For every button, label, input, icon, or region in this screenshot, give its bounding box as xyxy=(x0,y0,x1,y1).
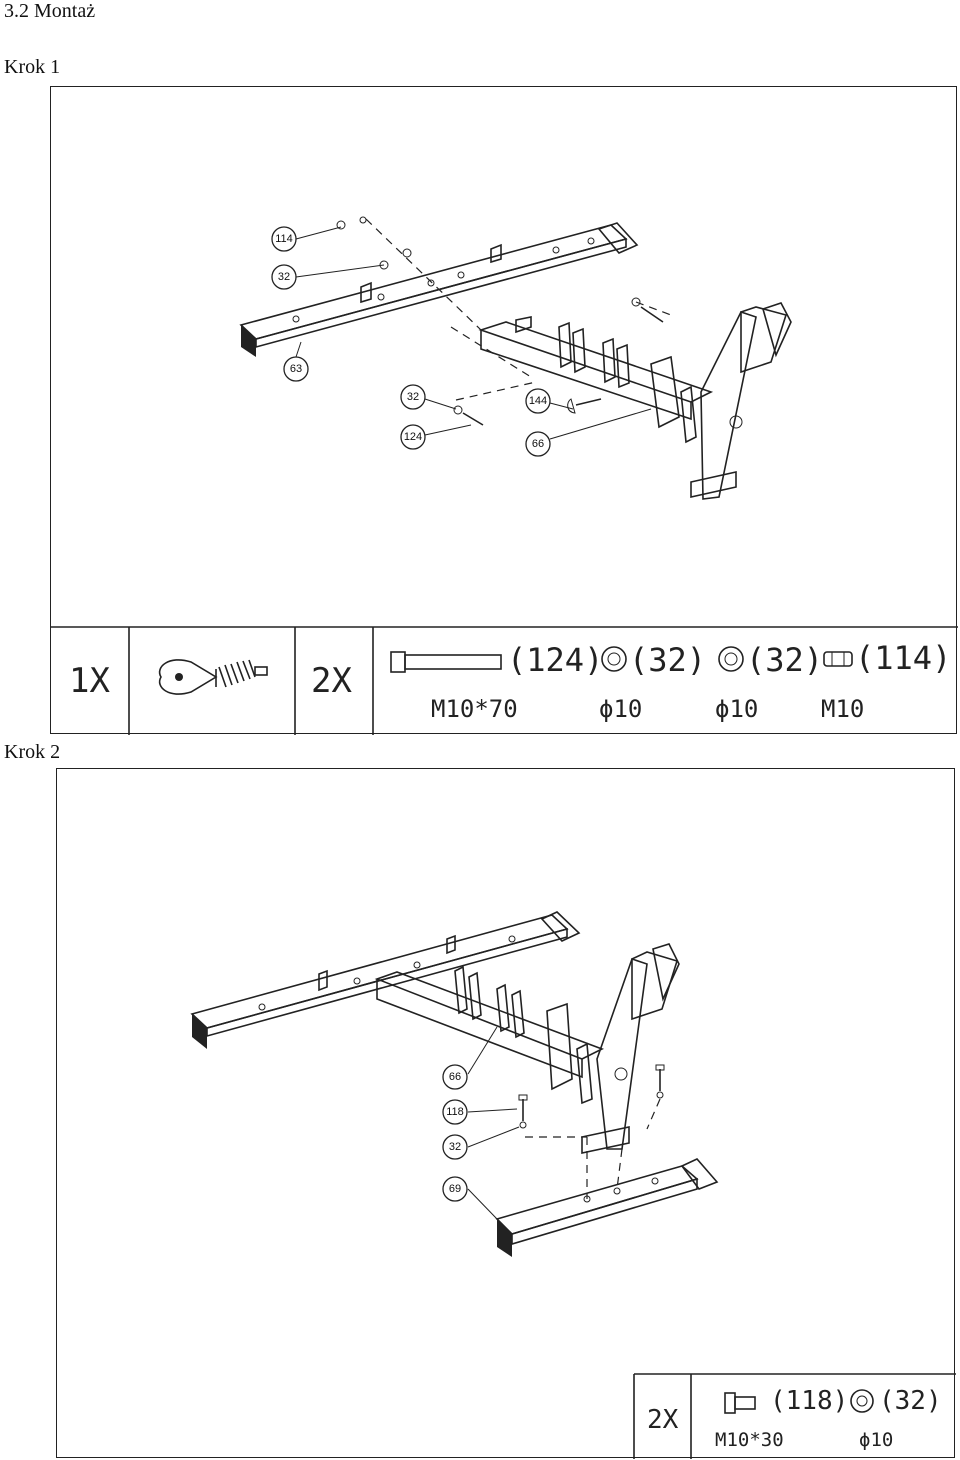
step-2-callouts: 66 118 32 69 xyxy=(442,1026,520,1220)
step-2-assembly-drawing: 66 118 32 69 xyxy=(190,911,956,1459)
callout-114 xyxy=(271,226,297,252)
callout-114-label: 114 xyxy=(275,233,293,245)
part-ref-118: (118) xyxy=(770,1386,849,1416)
callout-32-label: 32 xyxy=(449,1141,461,1153)
callout-124 xyxy=(400,424,426,450)
spring-pin-144-icon xyxy=(158,659,268,695)
step-2-diagram-frame: 66 118 32 69 2X (118) M10*30 (32 xyxy=(56,768,956,1459)
bolt-icon xyxy=(724,1392,756,1414)
callout-144-label: 144 xyxy=(529,395,547,407)
front-crossbar xyxy=(190,911,581,1049)
step-1-qty-single: 1X xyxy=(69,661,110,701)
step-1-diagram-frame: 114 32 63 32 124 144 66 xyxy=(50,86,958,735)
callout-66 xyxy=(525,431,551,457)
callout-118-label: 118 xyxy=(446,1106,464,1118)
fasteners xyxy=(518,1064,665,1129)
washer-icon xyxy=(718,646,744,672)
part-spec-124: M10*70 xyxy=(431,695,518,723)
callout-69-label: 69 xyxy=(449,1183,461,1195)
callout-66-label: 66 xyxy=(449,1071,461,1083)
washer-icon xyxy=(850,1389,874,1413)
part-ref-32: (32) xyxy=(629,641,707,679)
callout-66 xyxy=(442,1064,468,1090)
step-1-parts-table xyxy=(51,626,958,735)
page-title: 3.2 Montaż xyxy=(4,0,96,22)
part-ref-32: (32) xyxy=(879,1386,942,1416)
step-2-qty: 2X xyxy=(647,1405,679,1435)
upright-post xyxy=(581,943,680,1154)
main-beam-66 xyxy=(374,965,604,1105)
callout-63-label: 63 xyxy=(290,363,302,375)
rear-foot-69 xyxy=(495,1158,719,1257)
callout-32 xyxy=(271,264,297,290)
bolt-icon xyxy=(390,651,502,673)
part-ref-124: (124) xyxy=(507,641,604,679)
main-beam-66 xyxy=(478,316,714,444)
part-spec-114: M10 xyxy=(821,695,865,723)
callout-124-label: 124 xyxy=(404,431,422,443)
step-1-assembly-drawing: 114 32 63 32 124 144 66 xyxy=(51,216,958,735)
callout-144 xyxy=(525,388,551,414)
callout-32-b xyxy=(400,384,426,410)
part-spec-32: ϕ10 xyxy=(599,695,643,723)
part-ref-32-b: (32) xyxy=(746,641,824,679)
callout-118 xyxy=(442,1099,468,1125)
upright-post xyxy=(690,302,792,500)
step-1-callouts: 114 32 63 32 124 144 66 xyxy=(271,226,652,457)
crossbar-63 xyxy=(239,222,639,357)
fastener-nuts-washers xyxy=(336,216,664,426)
step-2-label: Krok 2 xyxy=(4,741,61,763)
callout-32 xyxy=(442,1134,468,1160)
callout-69 xyxy=(442,1176,468,1202)
step-2-parts-table xyxy=(633,1373,956,1459)
callout-32-label: 32 xyxy=(278,271,290,283)
part-spec-32-b: ϕ10 xyxy=(715,695,759,723)
part-ref-114: (114) xyxy=(855,639,952,677)
step-1-label: Krok 1 xyxy=(4,56,61,78)
callout-66-label: 66 xyxy=(532,438,544,450)
part-spec-118: M10*30 xyxy=(715,1429,784,1451)
callout-32-b-label: 32 xyxy=(407,391,419,403)
nut-icon xyxy=(823,651,853,667)
washer-icon xyxy=(601,646,627,672)
step-1-qty-double: 2X xyxy=(311,661,352,701)
part-spec-32: ϕ10 xyxy=(859,1429,894,1451)
callout-63 xyxy=(283,356,309,382)
